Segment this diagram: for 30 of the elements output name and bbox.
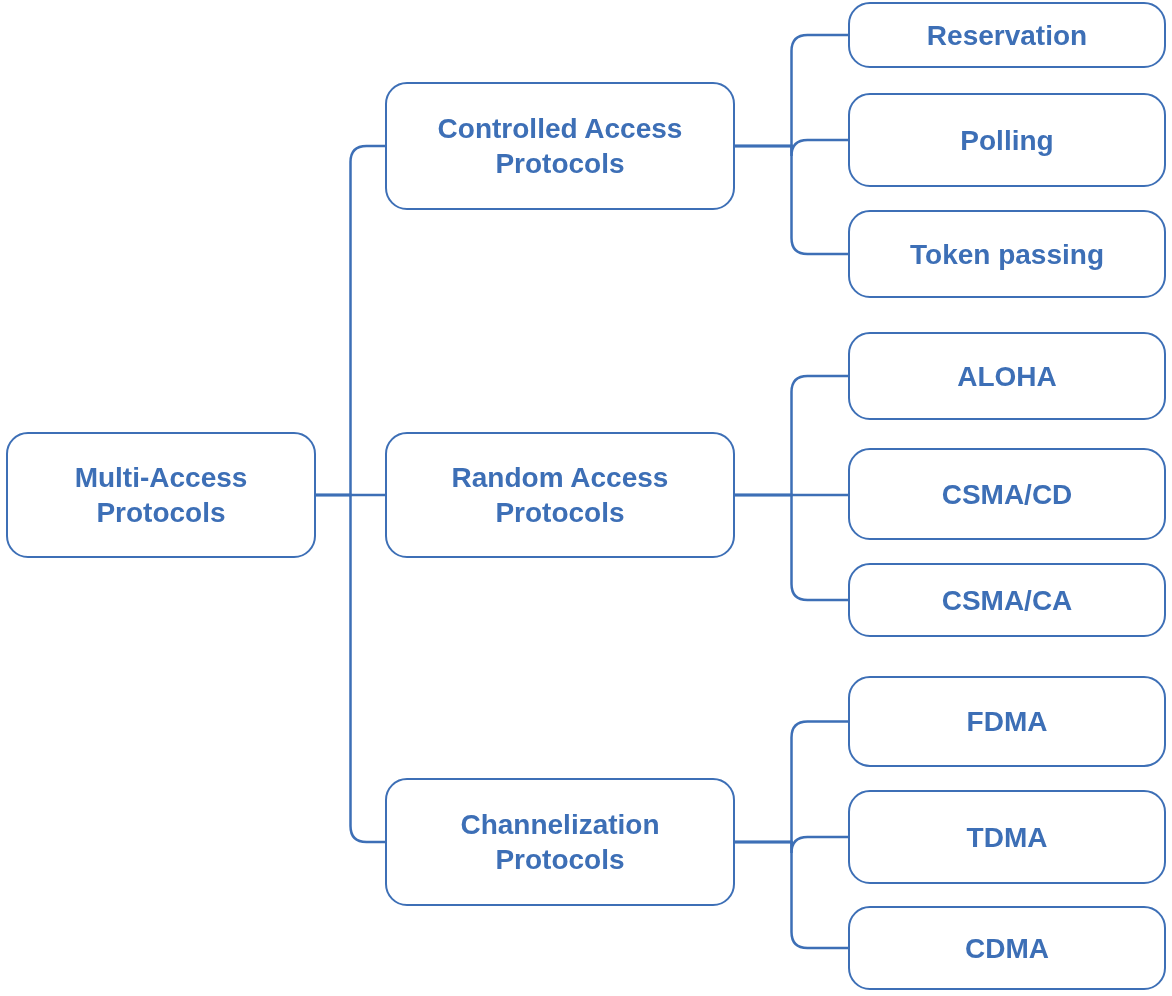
rounded-box [848,332,1166,420]
rounded-box [848,906,1166,990]
box-label: Multi-Access Protocols [73,461,249,530]
box-label: Polling [959,123,1055,158]
rounded-box [848,790,1166,884]
box-label: CSMA/CD [940,477,1074,512]
box-label: ALOHA [956,359,1058,394]
box-label: TDMA [965,820,1049,855]
connector-line [735,144,848,256]
rounded-box [848,676,1166,767]
box-label: Token passing [909,237,1105,272]
rounded-box [385,778,735,906]
rounded-box [385,82,735,210]
rounded-box [848,2,1166,68]
connector-line [735,493,848,602]
box-label: CSMA/CA [940,583,1074,618]
box-label: Reservation [925,18,1089,53]
rounded-box [848,563,1166,637]
connector-line [735,840,848,950]
rounded-box [848,448,1166,540]
rounded-box [848,93,1166,187]
box-label: CDMA [964,931,1050,966]
box-label: FDMA [965,705,1049,739]
rounded-box [848,210,1166,298]
rounded-box [6,432,316,558]
rounded-box [385,432,735,558]
connector-line [316,493,385,844]
box-label: Random Access Protocols [450,461,670,530]
box-label: Controlled Access Protocols [436,112,684,181]
box-label: Channelization Protocols [459,808,661,877]
